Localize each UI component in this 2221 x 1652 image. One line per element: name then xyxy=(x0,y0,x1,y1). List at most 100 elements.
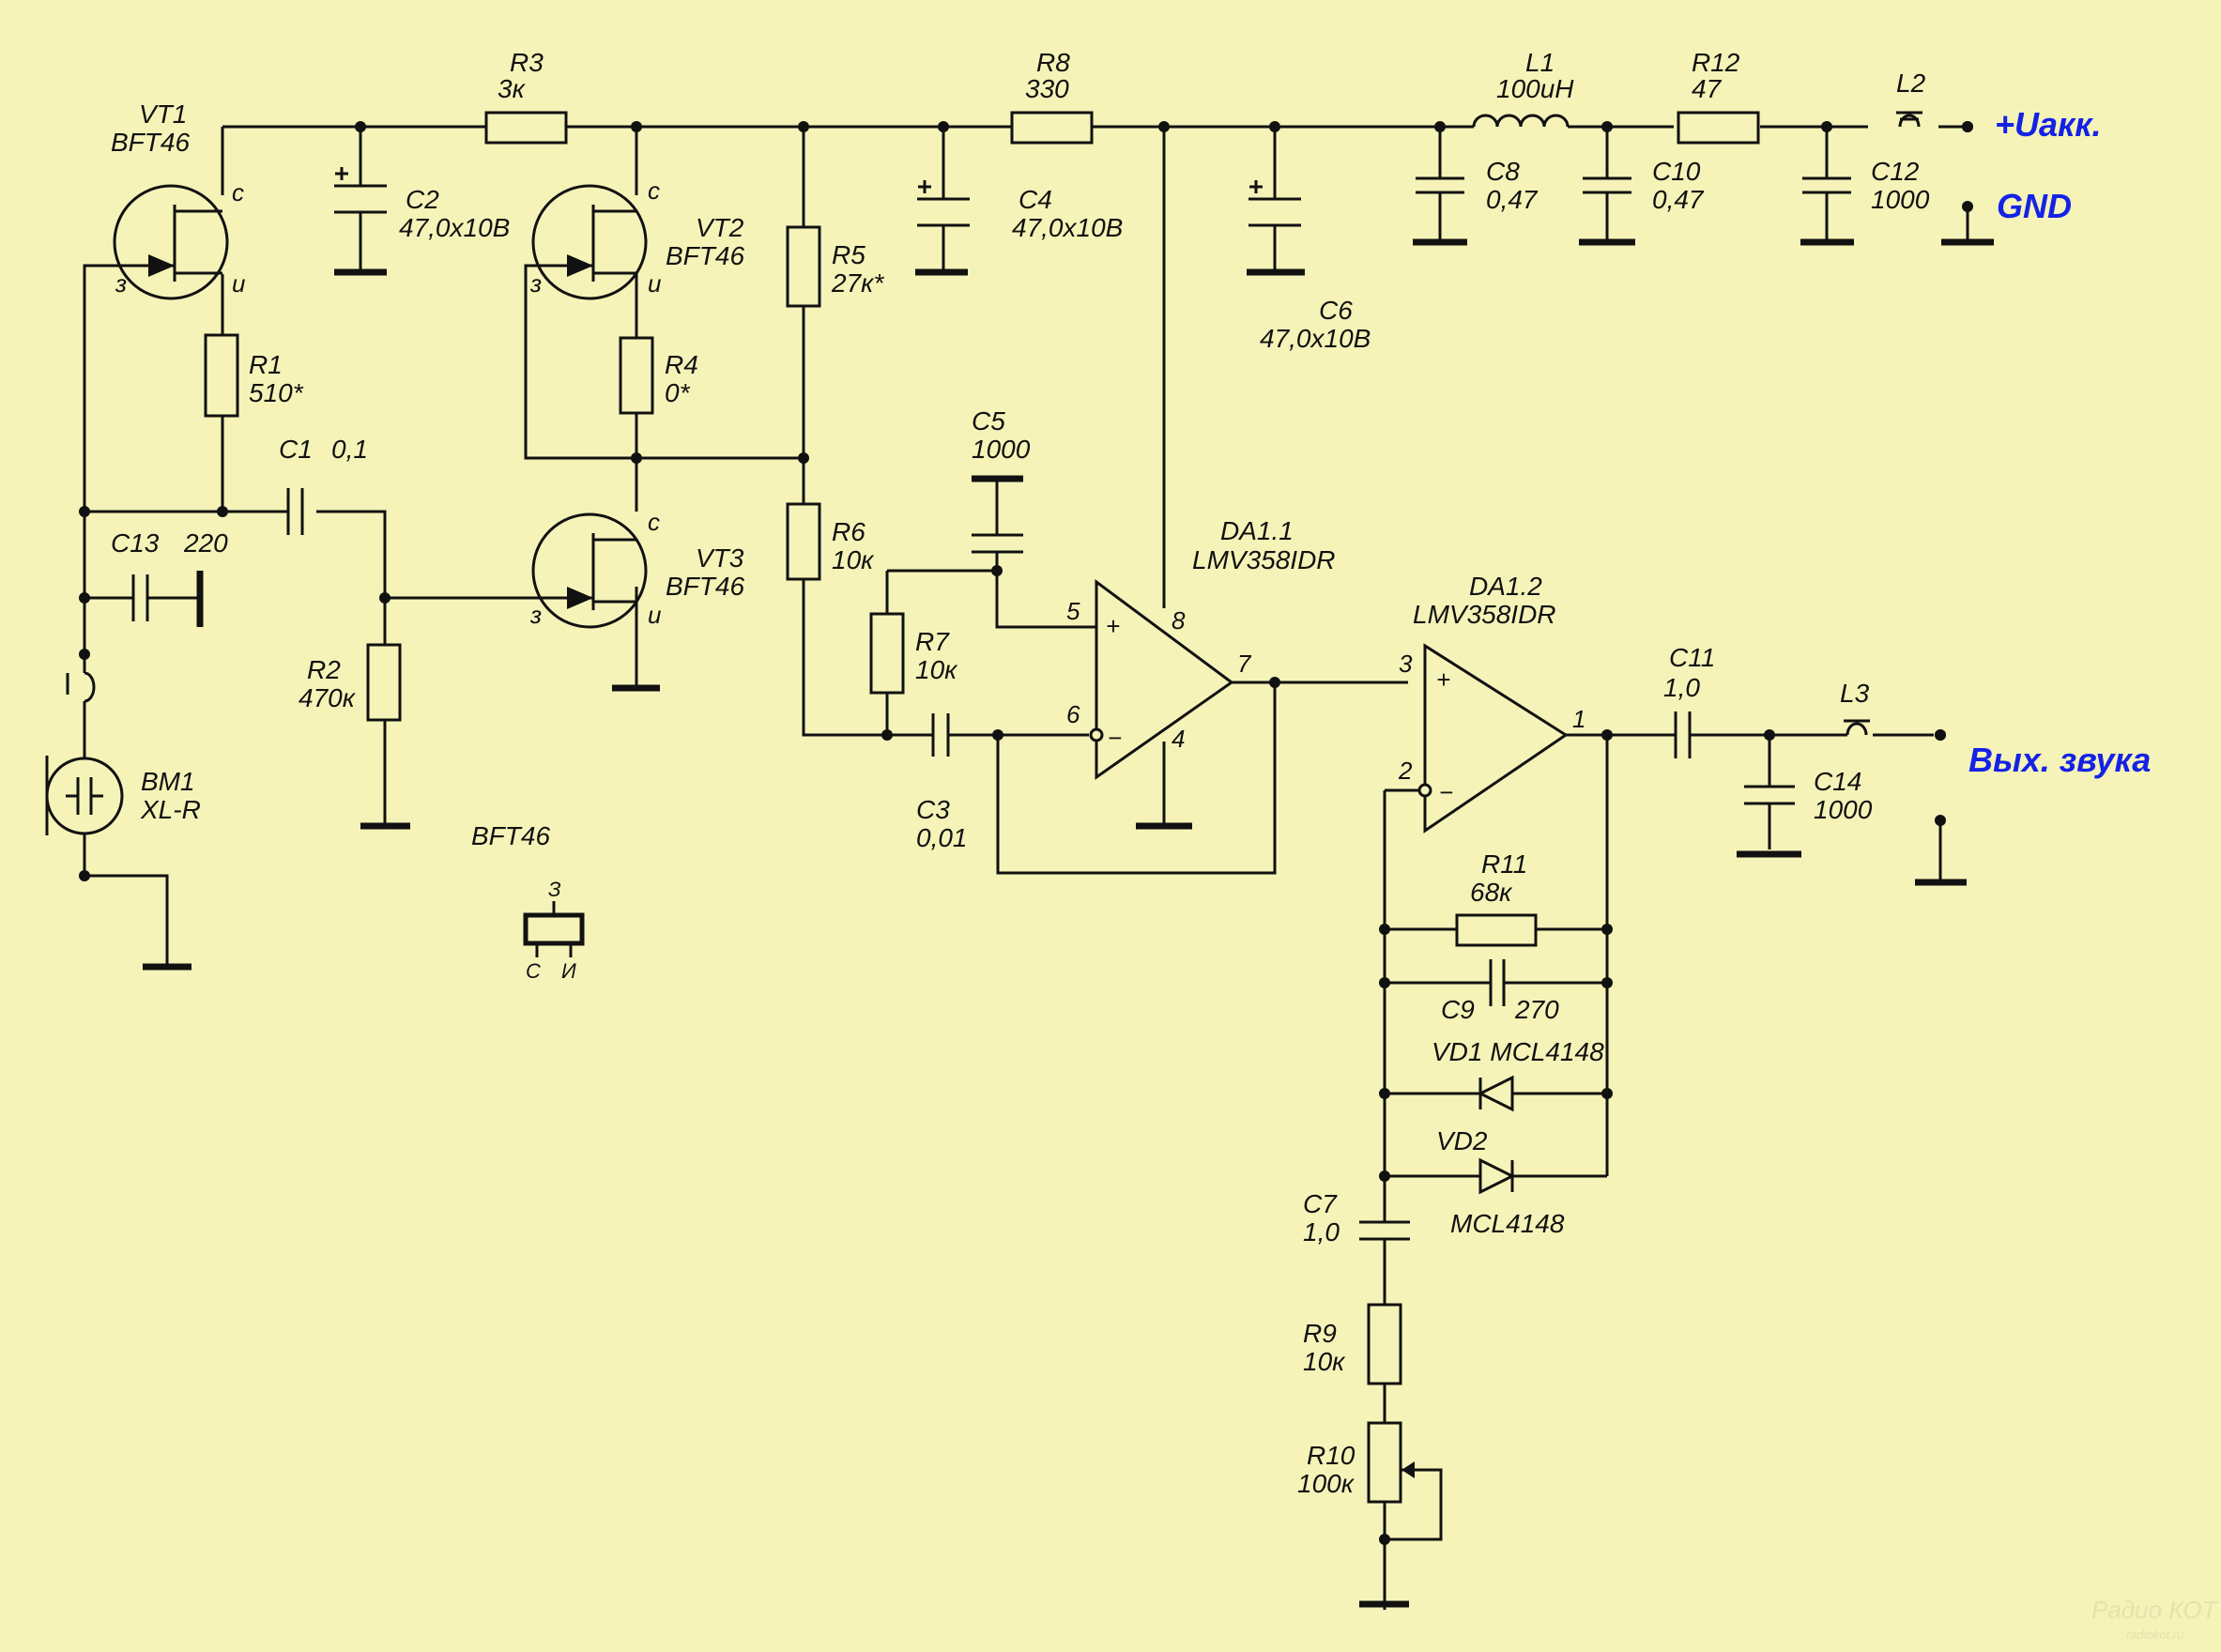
c1-val: 0,1 xyxy=(331,435,368,464)
gnd-label: GND xyxy=(1997,187,2072,225)
da12-plus: + xyxy=(1436,665,1450,694)
package-pin-top: З xyxy=(548,878,561,901)
c7-ref: C7 xyxy=(1303,1189,1338,1218)
bm1-ref: BM1 xyxy=(141,767,195,796)
c3-ref: C3 xyxy=(916,795,950,824)
da11-pin8: 8 xyxy=(1172,606,1186,635)
c11-val: 1,0 xyxy=(1663,673,1700,702)
da12-pin1: 1 xyxy=(1572,705,1585,733)
r6-val: 10к xyxy=(832,545,875,574)
vt2-val: BFT46 xyxy=(666,241,744,270)
r1-val: 510* xyxy=(249,378,304,407)
vd1-label: VD1 MCL4148 xyxy=(1432,1037,1604,1066)
transistor-vt1 xyxy=(113,184,229,300)
r6-ref: R6 xyxy=(832,517,865,546)
output-label: Вых. звука xyxy=(1968,741,2151,779)
vt3-val: BFT46 xyxy=(666,572,744,601)
r12-val: 47 xyxy=(1692,74,1723,103)
vt1-pin-d: с xyxy=(232,178,244,206)
da12-minus: − xyxy=(1439,778,1453,806)
transistor-vt2 xyxy=(531,184,648,300)
r9-ref: R9 xyxy=(1303,1319,1337,1348)
vt3-ref: VT3 xyxy=(696,543,744,573)
r1-ref: R1 xyxy=(249,350,283,379)
c2-val: 47,0х10В xyxy=(399,213,510,242)
c1-ref: C1 xyxy=(279,435,313,464)
r10-val: 100к xyxy=(1297,1469,1356,1498)
c4-val: 47,0х10В xyxy=(1012,213,1123,242)
c3-val: 0,01 xyxy=(916,823,968,852)
resistors xyxy=(204,111,1760,1504)
c9-val: 270 xyxy=(1514,995,1559,1024)
vd2-val: MCL4148 xyxy=(1450,1209,1565,1238)
inductors xyxy=(1472,111,1922,736)
vt2-pin-g: з xyxy=(529,269,542,298)
supply-plus-label: +Uакк. xyxy=(1995,105,2102,144)
r7-ref: R7 xyxy=(915,627,950,656)
c6-val: 47,0х10В xyxy=(1260,324,1371,353)
c7-val: 1,0 xyxy=(1303,1217,1340,1247)
da11-pin4: 4 xyxy=(1172,725,1185,753)
opamp-da1-2 xyxy=(1417,643,1569,834)
package-drawing xyxy=(523,901,585,957)
junctions xyxy=(79,121,1973,1545)
c6-ref: C6 xyxy=(1319,296,1353,325)
vd2-ref: VD2 xyxy=(1436,1126,1488,1155)
watermark-site: radiokot.ru xyxy=(2126,1628,2183,1642)
c13-val: 220 xyxy=(183,528,228,558)
c12-ref: C12 xyxy=(1871,157,1920,186)
l1-val: 100uH xyxy=(1496,74,1574,103)
r5-val: 27к* xyxy=(831,268,884,298)
labels: VT1 BFT46 с з и VT2 BFT46 с з и VT3 BFT4… xyxy=(111,48,2219,1642)
r9-val: 10к xyxy=(1303,1347,1346,1376)
opamp-da1-1 xyxy=(1089,579,1234,780)
da12-pin3: 3 xyxy=(1399,650,1413,678)
vt3-pin-s: и xyxy=(648,601,661,629)
r7-val: 10к xyxy=(915,655,958,684)
da11-pin6: 6 xyxy=(1066,700,1080,728)
vt1-pin-s: и xyxy=(232,269,245,298)
c5-ref: C5 xyxy=(972,406,1005,436)
c5-val: 1000 xyxy=(972,435,1031,464)
da11-pin5: 5 xyxy=(1066,597,1080,625)
c14-val: 1000 xyxy=(1814,795,1873,824)
transistor-vt3 xyxy=(531,512,648,629)
r5-ref: R5 xyxy=(832,240,865,269)
c10-val: 0,47 xyxy=(1652,185,1705,214)
r12-ref: R12 xyxy=(1692,48,1740,77)
package-pin-left: С xyxy=(526,959,541,983)
terminals xyxy=(1935,121,1973,741)
vt1-pin-g: з xyxy=(115,269,127,298)
da11-ref: DA1.1 xyxy=(1220,516,1294,545)
da11-minus: − xyxy=(1108,724,1122,752)
da12-pin2: 2 xyxy=(1398,757,1413,785)
c13-ref: C13 xyxy=(111,528,160,558)
r10-ref: R10 xyxy=(1307,1441,1356,1470)
watermark-brand: Радио КОТ xyxy=(2091,1596,2219,1624)
r4-ref: R4 xyxy=(665,350,698,379)
r2-ref: R2 xyxy=(307,655,341,684)
vt3-pin-d: с xyxy=(648,508,660,536)
c9-ref: C9 xyxy=(1441,995,1475,1024)
da11-plus: + xyxy=(1106,612,1120,640)
da12-val: LMV358IDR xyxy=(1413,600,1556,629)
vt1-ref: VT1 xyxy=(139,99,187,129)
capacitors xyxy=(131,167,1851,1241)
c10-ref: C10 xyxy=(1652,157,1701,186)
r11-val: 68к xyxy=(1470,878,1513,907)
vt2-pin-s: и xyxy=(648,269,661,298)
da12-ref: DA1.2 xyxy=(1469,572,1542,601)
c8-val: 0,47 xyxy=(1486,185,1539,214)
vt2-ref: VT2 xyxy=(696,213,744,242)
da11-val: LMV358IDR xyxy=(1192,545,1336,574)
c4-ref: C4 xyxy=(1019,185,1052,214)
r3-ref: R3 xyxy=(510,48,544,77)
c2-ref: C2 xyxy=(406,185,439,214)
l1-ref: L1 xyxy=(1525,48,1555,77)
diodes xyxy=(1477,1075,1516,1195)
grounds xyxy=(143,238,1994,1608)
c8-ref: C8 xyxy=(1486,157,1520,186)
r8-ref: R8 xyxy=(1036,48,1070,77)
r2-val: 470к xyxy=(299,683,357,712)
